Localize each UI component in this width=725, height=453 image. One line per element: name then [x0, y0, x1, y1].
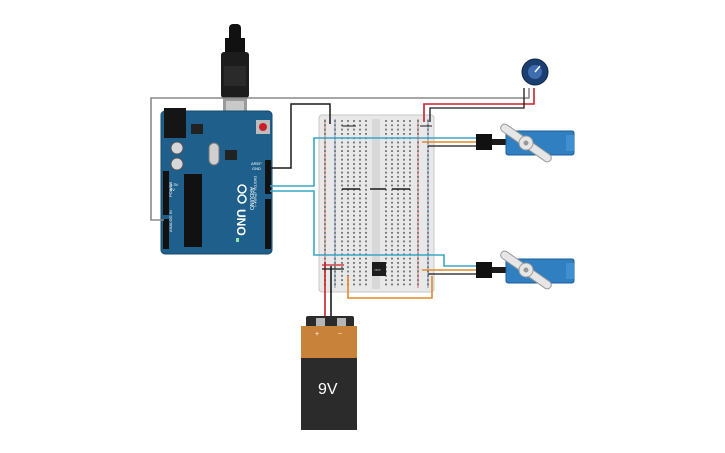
arduino-model-label: UNO — [234, 209, 248, 236]
voltage-regulator-ic[interactable]: 7805 — [372, 262, 386, 276]
pin-label-gnd: GND — [252, 166, 261, 171]
breadboard[interactable] — [318, 114, 435, 293]
arduino-brand-label: ARDUINO — [248, 187, 254, 210]
battery-voltage-label: 9V — [318, 381, 338, 398]
pin-label-aref: AREF — [251, 161, 262, 166]
servo-motor-top[interactable] — [476, 120, 575, 166]
servo-motor-bottom[interactable] — [476, 247, 575, 293]
potentiometer-icon[interactable] — [521, 58, 549, 86]
servo-horn-top-icon — [500, 123, 552, 163]
arduino-digital-label: DIGITAL (PWM~) — [253, 176, 258, 208]
pin-label-5v: 5V — [170, 187, 175, 192]
arduino-analog-label: ANALOG IN — [168, 210, 173, 232]
wires — [150, 88, 535, 318]
arduino-uno[interactable]: UNO ARDUINO DIGITAL (PWM~) ANALOG IN POW… — [160, 108, 273, 255]
servo-horn-bottom-icon — [500, 250, 552, 290]
pin-label-3v3: 3.3V — [170, 182, 179, 187]
battery-9v[interactable]: + − 9V — [301, 316, 357, 430]
battery-minus-label: − — [338, 331, 342, 338]
battery-plus-label: + — [315, 331, 319, 338]
arduino-power-label: POWER — [168, 182, 173, 197]
breadboard-holes — [324, 120, 429, 286]
ic-label: 7805 — [374, 268, 381, 272]
